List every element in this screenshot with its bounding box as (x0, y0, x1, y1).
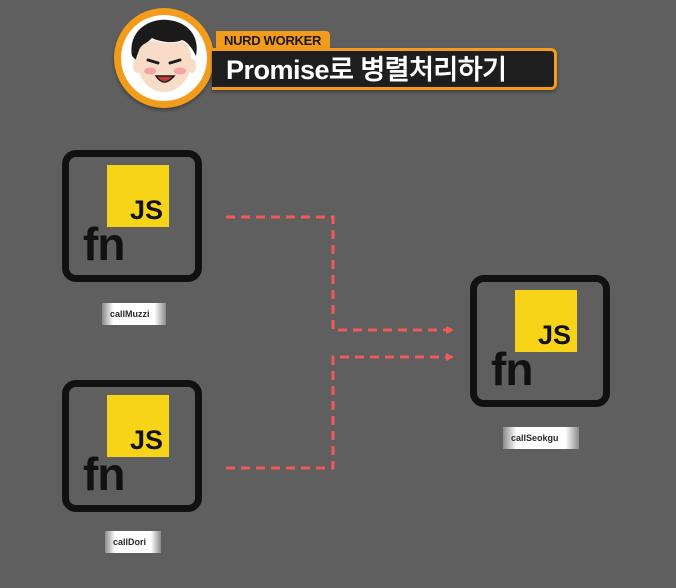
page-title: Promise로 병렬처리하기 (226, 55, 507, 85)
javascript-logo-icon: JS (515, 290, 577, 352)
function-node-callMuzzi[interactable]: JS fn (62, 150, 202, 282)
function-node-callSeokgu[interactable]: JS fn (470, 275, 610, 407)
javascript-logo-icon: JS (107, 395, 169, 457)
function-node-callDori[interactable]: JS fn (62, 380, 202, 512)
fn-text: fn (83, 218, 125, 270)
javascript-logo-icon: JS (107, 165, 169, 227)
fn-text: fn (83, 448, 125, 500)
header-title-box: Promise로 병렬처리하기 (212, 48, 557, 90)
js-text: JS (537, 320, 571, 350)
node-label-callDori: callDori (105, 531, 161, 553)
js-text: JS (129, 425, 163, 455)
js-text: JS (129, 195, 163, 225)
node-label-callMuzzi: callMuzzi (102, 303, 166, 325)
edge-callDori-to-callSeokgu (226, 353, 454, 470)
avatar-cartoon-face-icon (114, 8, 214, 108)
edge-callMuzzi-to-callSeokgu (226, 215, 454, 334)
node-label-callSeokgu: callSeokgu (503, 427, 579, 449)
header-tag: NURD WORKER (216, 31, 331, 51)
fn-text: fn (491, 343, 533, 395)
